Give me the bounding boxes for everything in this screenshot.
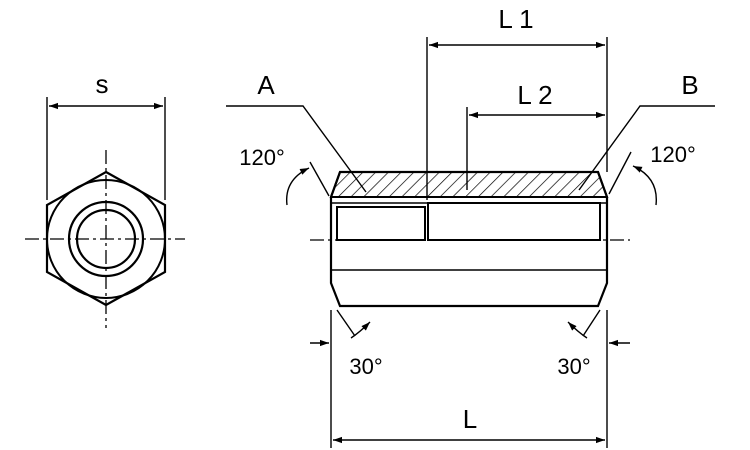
angle-30-left-arc-inner <box>350 321 371 339</box>
angle-120-right-label: 120° <box>650 142 696 167</box>
a-leader <box>226 105 367 193</box>
thread-bore-left <box>336 206 426 241</box>
b-label: B <box>681 70 698 100</box>
angle-120-left-label: 120° <box>239 145 285 170</box>
angle-120-right-tick <box>608 151 632 195</box>
thread-bore-right <box>427 202 601 241</box>
l-label: L <box>463 404 477 434</box>
hatched-section <box>329 171 609 198</box>
angle-30-right-arc-inner <box>567 321 588 339</box>
angle-120-left-tick <box>309 161 330 197</box>
angle-30-left-tick <box>336 309 356 337</box>
body-outline <box>329 170 609 308</box>
l1-label: L 1 <box>498 4 533 34</box>
angle-30-right-label: 30° <box>557 354 590 379</box>
end-view: s <box>25 69 185 328</box>
angle-30-right-tick <box>582 309 601 337</box>
angle-120-right-arc <box>632 165 657 206</box>
angle-30-left-label: 30° <box>349 354 382 379</box>
l2-label: L 2 <box>517 80 552 110</box>
b-leader <box>578 105 715 191</box>
a-label: A <box>257 70 275 100</box>
s-label: s <box>96 69 109 99</box>
side-view: L 1 L 2 A B 120° 120° 30° 30° L <box>226 4 715 448</box>
angle-120-left-arc <box>285 167 310 206</box>
